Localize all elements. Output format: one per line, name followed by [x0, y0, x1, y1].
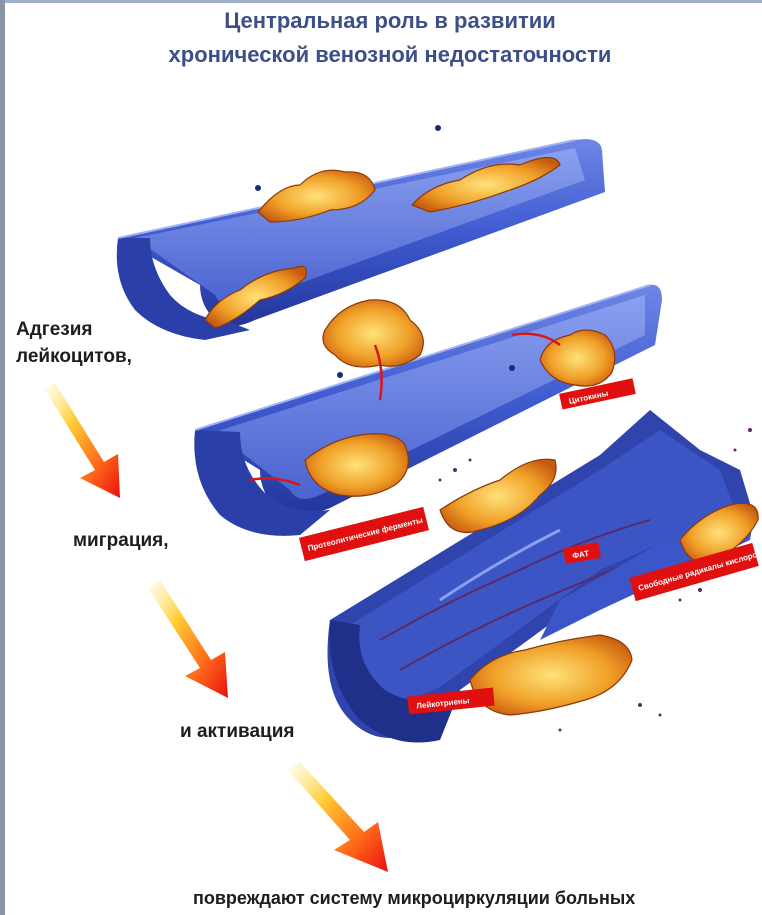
step-damage: повреждают систему микроциркуляции больн… [193, 885, 635, 912]
step-migration: миграция, [73, 527, 169, 554]
stage-arrow-3 [288, 762, 388, 872]
stage-arrow-1 [45, 383, 120, 498]
step-adhesion: Адгезия [16, 316, 92, 343]
stage-arrow-2 [148, 580, 228, 698]
step-leukocytes: лейкоцитов, [16, 343, 132, 370]
step-activation: и активация [180, 718, 294, 745]
